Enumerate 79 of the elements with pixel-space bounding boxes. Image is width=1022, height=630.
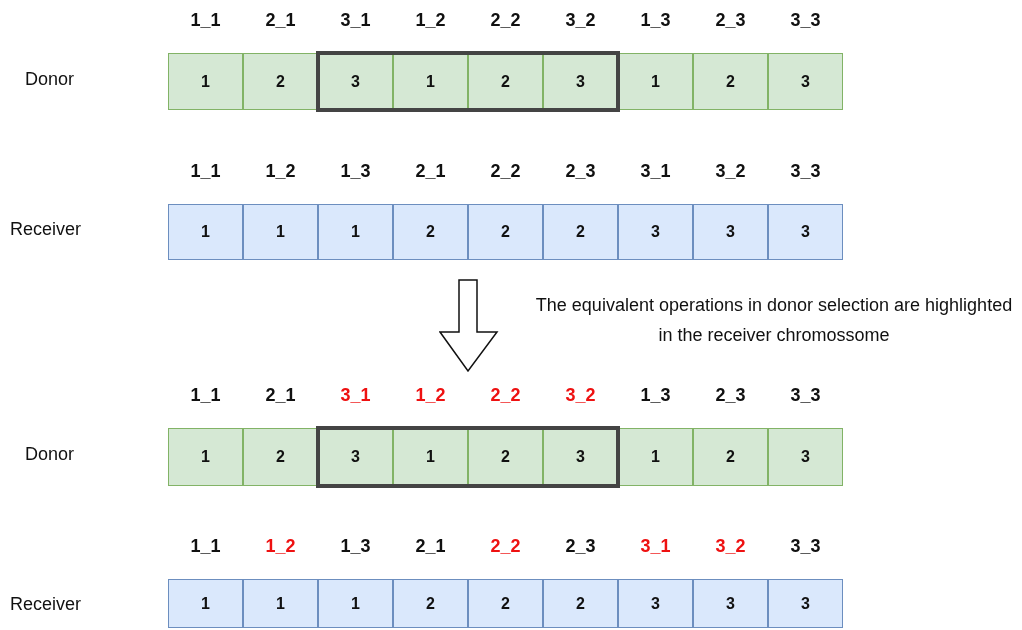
chromosome-label: Donor <box>25 69 75 90</box>
gene-cell: 2 <box>393 204 468 260</box>
operation-label: 3_1 <box>339 385 372 406</box>
operation-label: 2_1 <box>264 10 297 31</box>
operation-label: 1_3 <box>639 10 672 31</box>
operation-label: 2_2 <box>489 161 522 182</box>
operation-label: 1_2 <box>414 385 447 406</box>
gene-cell: 3 <box>693 579 768 628</box>
gene-cell: 1 <box>168 579 243 628</box>
operation-label: 3_3 <box>789 536 822 557</box>
gene-cell: 3 <box>618 579 693 628</box>
gene-cell: 2 <box>543 204 618 260</box>
gene-cell: 3 <box>543 428 618 486</box>
gene-cell: 1 <box>243 579 318 628</box>
operation-label: 3_1 <box>639 536 672 557</box>
operation-label: 1_3 <box>339 161 372 182</box>
gene-cell: 2 <box>243 53 318 110</box>
operation-label: 2_1 <box>264 385 297 406</box>
operation-label: 1_2 <box>264 536 297 557</box>
gene-cell: 2 <box>543 579 618 628</box>
operation-label: 3_1 <box>639 161 672 182</box>
gene-cell: 3 <box>318 428 393 486</box>
operation-label: 3_2 <box>714 536 747 557</box>
operation-label: 1_2 <box>264 161 297 182</box>
gene-cell: 1 <box>168 428 243 486</box>
operation-label: 1_1 <box>189 385 222 406</box>
gene-cell: 1 <box>393 53 468 110</box>
operation-label: 3_3 <box>789 385 822 406</box>
gene-cell: 3 <box>768 53 843 110</box>
operation-label: 2_3 <box>714 385 747 406</box>
operation-label: 2_2 <box>489 10 522 31</box>
chromosome-label: Donor <box>25 444 75 465</box>
gene-cell: 3 <box>768 428 843 486</box>
operation-label: 2_3 <box>564 536 597 557</box>
gene-cell: 1 <box>168 53 243 110</box>
gene-cell: 3 <box>618 204 693 260</box>
operation-label: 3_2 <box>564 10 597 31</box>
operation-label: 2_2 <box>489 536 522 557</box>
operation-label: 2_1 <box>414 161 447 182</box>
chromosome-label: Receiver <box>10 594 82 615</box>
gene-cell: 1 <box>168 204 243 260</box>
gene-cell: 3 <box>318 53 393 110</box>
gene-cell: 1 <box>618 428 693 486</box>
gene-cell: 1 <box>393 428 468 486</box>
operation-label: 3_1 <box>339 10 372 31</box>
gene-cell: 2 <box>693 428 768 486</box>
gene-cell: 3 <box>768 204 843 260</box>
operation-label: 1_1 <box>189 10 222 31</box>
operation-label: 2_3 <box>714 10 747 31</box>
gene-cell: 1 <box>318 579 393 628</box>
gene-cell: 2 <box>468 53 543 110</box>
operation-label: 3_2 <box>564 385 597 406</box>
note-text: The equivalent operations in donor selection are highlighted in the receiver chromossome <box>534 294 1014 347</box>
gene-cell: 2 <box>468 204 543 260</box>
operation-label: 1_2 <box>414 10 447 31</box>
operation-label: 3_2 <box>714 161 747 182</box>
selection-frame <box>316 426 620 488</box>
operation-label: 1_3 <box>639 385 672 406</box>
gene-cell: 2 <box>468 428 543 486</box>
gene-cell: 2 <box>393 579 468 628</box>
gene-cell: 2 <box>468 579 543 628</box>
gene-cell: 1 <box>318 204 393 260</box>
gene-cell: 2 <box>243 428 318 486</box>
chromosome-label: Receiver <box>10 219 82 240</box>
gene-cell: 3 <box>693 204 768 260</box>
selection-frame <box>316 51 620 112</box>
gene-cell: 3 <box>768 579 843 628</box>
operation-label: 1_3 <box>339 536 372 557</box>
operation-label: 1_1 <box>189 536 222 557</box>
gene-cell: 1 <box>618 53 693 110</box>
operation-label: 3_3 <box>789 10 822 31</box>
gene-cell: 3 <box>543 53 618 110</box>
gene-cell: 1 <box>243 204 318 260</box>
operation-label: 2_3 <box>564 161 597 182</box>
operation-label: 2_2 <box>489 385 522 406</box>
operation-label: 3_3 <box>789 161 822 182</box>
operation-label: 2_1 <box>414 536 447 557</box>
gene-cell: 2 <box>693 53 768 110</box>
operation-label: 1_1 <box>189 161 222 182</box>
